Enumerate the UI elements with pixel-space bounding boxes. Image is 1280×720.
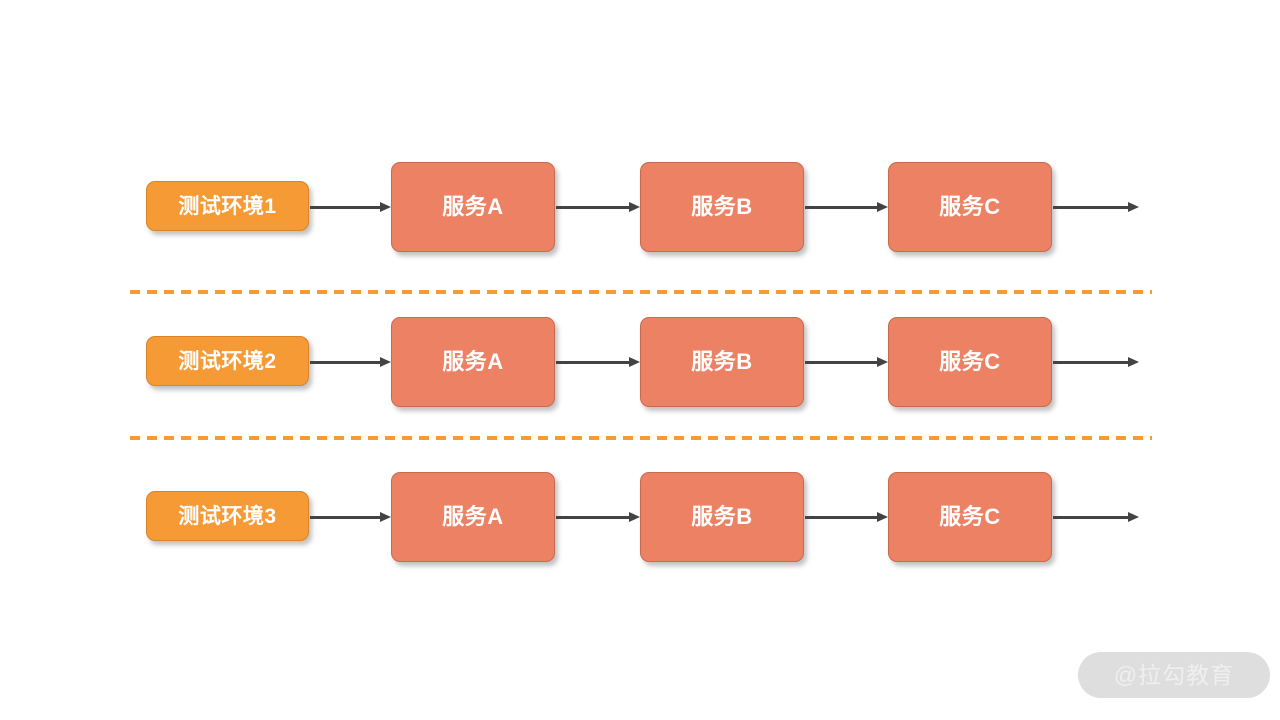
arrow-shaft [1053,361,1130,364]
service-node[interactable]: 服务B [640,472,804,562]
connector-arrow [556,357,640,369]
service-node-label: 服务B [691,504,753,529]
connector-arrow [805,357,888,369]
arrow-shaft [805,516,879,519]
connector-arrow [310,357,391,369]
arrow-shaft [310,516,382,519]
watermark-badge: @拉勾教育 [1078,652,1270,698]
service-node[interactable]: 服务C [888,317,1052,407]
arrow-shaft [556,516,631,519]
arrowhead-icon [877,357,888,367]
arrow-shaft [556,206,631,209]
service-node-label: 服务A [442,504,504,529]
environment-node[interactable]: 测试环境1 [146,181,309,231]
environment-node[interactable]: 测试环境2 [146,336,309,386]
connector-arrow [556,512,640,524]
service-node-label: 服务C [939,194,1001,219]
service-node[interactable]: 服务B [640,317,804,407]
arrow-shaft [310,206,382,209]
arrowhead-icon [380,202,391,212]
connector-arrow [310,202,391,214]
service-node-label: 服务C [939,504,1001,529]
row-divider [130,436,1152,440]
row-divider [130,290,1152,294]
service-node[interactable]: 服务B [640,162,804,252]
arrowhead-icon [380,357,391,367]
connector-arrow-outbound [1053,512,1139,524]
environment-node-label: 测试环境3 [178,504,277,528]
arrowhead-icon [1128,512,1139,522]
connector-arrow-outbound [1053,202,1139,214]
service-node-label: 服务B [691,349,753,374]
arrowhead-icon [629,512,640,522]
flow-row: 测试环境2 服务A 服务B 服务C [0,313,1280,413]
arrow-shaft [805,361,879,364]
environment-node-label: 测试环境2 [178,349,277,373]
connector-arrow [805,202,888,214]
arrowhead-icon [877,202,888,212]
service-node[interactable]: 服务A [391,317,555,407]
connector-arrow [310,512,391,524]
service-node-label: 服务A [442,194,504,219]
arrow-shaft [1053,206,1130,209]
arrowhead-icon [629,202,640,212]
arrowhead-icon [629,357,640,367]
arrow-shaft [556,361,631,364]
flow-row: 测试环境1 服务A 服务B 服务C [0,158,1280,258]
service-node-label: 服务B [691,194,753,219]
connector-arrow [556,202,640,214]
arrowhead-icon [877,512,888,522]
arrowhead-icon [1128,357,1139,367]
environment-node[interactable]: 测试环境3 [146,491,309,541]
arrow-shaft [1053,516,1130,519]
service-node[interactable]: 服务A [391,472,555,562]
arrow-shaft [310,361,382,364]
service-node-label: 服务A [442,349,504,374]
environment-node-label: 测试环境1 [178,194,277,218]
arrowhead-icon [380,512,391,522]
arrow-shaft [805,206,879,209]
connector-arrow-outbound [1053,357,1139,369]
service-node[interactable]: 服务A [391,162,555,252]
watermark-label: @拉勾教育 [1113,661,1235,688]
service-node[interactable]: 服务C [888,472,1052,562]
service-node-label: 服务C [939,349,1001,374]
service-node[interactable]: 服务C [888,162,1052,252]
arrowhead-icon [1128,202,1139,212]
connector-arrow [805,512,888,524]
flow-row: 测试环境3 服务A 服务B 服务C [0,468,1280,568]
